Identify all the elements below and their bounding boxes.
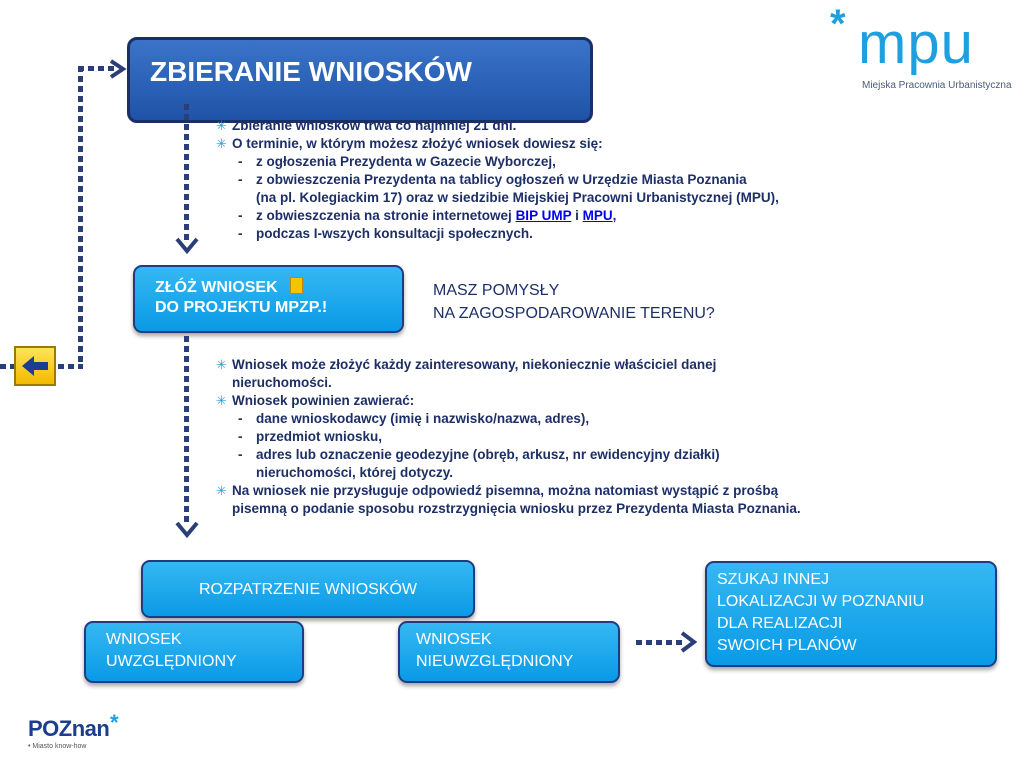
sub-item-text: z ogłoszenia Prezydenta w Gazecie Wyborc…	[256, 154, 556, 169]
sub-item-text: i	[571, 208, 583, 223]
dash-bullet: -	[238, 429, 243, 444]
list-item: ✳ Na wniosek nie przysługuje odpowiedź p…	[216, 482, 801, 500]
dash-bullet: -	[238, 226, 243, 241]
sub-item-text: przedmiot wniosku,	[256, 429, 383, 444]
asterisk-bullet-icon: ✳	[216, 393, 227, 408]
list-item: ✳ O terminie, w którym możesz złożyć wni…	[216, 135, 779, 153]
sub-item: - z ogłoszenia Prezydenta w Gazecie Wybo…	[216, 153, 779, 171]
sub-item: - z obwieszczenia Prezydenta na tablicy …	[216, 171, 779, 189]
poznan-logo-text: POZnan	[28, 716, 110, 741]
section1-bullets: ✳ Zbieranie wniosków trwa co najmniej 21…	[216, 117, 779, 243]
bullet-continuation: pisemną o podanie sposobu rozstrzygnięci…	[232, 501, 801, 516]
asterisk-bullet-icon: ✳	[216, 118, 227, 133]
submit-label-1: ZŁÓŻ WNIOSEK	[155, 279, 278, 296]
bullet-text: Wniosek może złożyć każdy zainteresowany…	[232, 357, 717, 372]
approved-line-1: WNIOSEK	[106, 631, 182, 648]
sub-item: - dane wnioskodawcy (imię i nazwisko/naz…	[216, 410, 801, 428]
bullet-text: O terminie, w którym możesz złożyć wnios…	[232, 136, 603, 151]
submit-line-1: ZŁÓŻ WNIOSEK	[155, 277, 402, 298]
sub-item-text: z obwieszczenia na stronie internetowej	[256, 208, 516, 223]
question-text: MASZ POMYSŁY NA ZAGOSPODAROWANIE TERENU?	[433, 281, 715, 323]
approved-line-2: UWZGLĘDNIONY	[106, 653, 237, 670]
question-line-2: NA ZAGOSPODAROWANIE TERENU?	[433, 305, 715, 322]
asterisk-bullet-icon: ✳	[216, 357, 227, 372]
document-icon	[290, 277, 304, 294]
mpu-star-icon: *	[830, 2, 846, 46]
search-line-1: SZUKAJ INNEJ	[717, 571, 830, 588]
list-item: ✳ Wniosek powinien zawierać:	[216, 392, 801, 410]
poznan-star-icon: *	[110, 710, 119, 735]
list-item: ✳ Zbieranie wniosków trwa co najmniej 21…	[216, 117, 779, 135]
section2-bullets: ✳ Wniosek może złożyć każdy zainteresowa…	[216, 356, 801, 518]
connector-v2	[184, 336, 189, 524]
mpu-logo-subtitle: Miejska Pracownia Urbanistyczna	[862, 80, 1012, 91]
approved-box[interactable]: WNIOSEK UWZGLĘDNIONY	[84, 621, 304, 683]
question-line-1: MASZ POMYSŁY	[433, 282, 560, 299]
search-line-4: SWOICH PLANÓW	[717, 637, 857, 654]
connector-edge-h	[0, 364, 14, 369]
arrow-head-title	[109, 59, 127, 79]
sub-item-text: podczas I-wszych konsultacji społecznych…	[256, 226, 533, 241]
connector-bottom-h	[58, 364, 83, 369]
connector-left-v	[78, 66, 83, 368]
sub-item: - adres lub oznaczenie geodezyjne (obręb…	[216, 446, 801, 464]
arrow-head-right	[680, 631, 698, 653]
search-line-2: LOKALIZACJI W POZNANIU	[717, 593, 925, 610]
arrow-head-down-1	[175, 237, 199, 255]
sub-item-continuation: (na pl. Kolegiackim 17) oraz w siedzibie…	[256, 190, 779, 205]
arrow-left-icon	[22, 356, 48, 376]
sub-item-text: adres lub oznaczenie geodezyjne (obręb, …	[256, 447, 720, 462]
dash-bullet: -	[238, 447, 243, 462]
sub-item: - z obwieszczenia na stronie internetowe…	[216, 207, 779, 225]
bip-ump-link[interactable]: BIP UMP	[515, 208, 572, 223]
sub-item-continuation: nieruchomości, której dotyczy.	[256, 465, 454, 480]
submit-line-2: DO PROJEKTU MPZP.!	[155, 299, 328, 316]
mpu-logo: * mpu Miejska Pracownia Urbanistyczna	[828, 2, 1018, 103]
arrow-head-down-2	[175, 521, 199, 539]
dash-bullet: -	[238, 411, 243, 426]
rejected-line-2: NIEUWZGLĘDNIONY	[416, 653, 574, 670]
dash-bullet: -	[238, 154, 243, 169]
bullet-text: Na wniosek nie przysługuje odpowiedź pis…	[232, 483, 779, 498]
page-title: ZBIERANIE WNIOSKÓW	[150, 56, 472, 87]
sub-item: - przedmiot wniosku,	[216, 428, 801, 446]
sub-item-text: ,	[612, 208, 617, 223]
connector-h-szukaj	[636, 640, 686, 645]
rejected-box[interactable]: WNIOSEK NIEUWZGLĘDNIONY	[398, 621, 620, 683]
bullet-text: Wniosek powinien zawierać:	[232, 393, 415, 408]
connector-v1	[184, 104, 189, 244]
review-label: ROZPATRZENIE WNIOSKÓW	[198, 581, 418, 598]
list-item: ✳ Wniosek może złożyć każdy zainteresowa…	[216, 356, 801, 374]
title-box: ZBIERANIE WNIOSKÓW	[127, 37, 593, 123]
sub-item-text: dane wnioskodawcy (imię i nazwisko/nazwa…	[256, 411, 590, 426]
mpu-link[interactable]: MPU	[582, 208, 613, 223]
dash-bullet: -	[238, 172, 243, 187]
rejected-line-1: WNIOSEK	[416, 631, 492, 648]
search-other-location-box[interactable]: SZUKAJ INNEJ LOKALIZACJI W POZNANIU DLA …	[705, 561, 997, 667]
review-box[interactable]: ROZPATRZENIE WNIOSKÓW	[141, 560, 475, 618]
search-line-3: DLA REALIZACJI	[717, 615, 843, 632]
asterisk-bullet-icon: ✳	[216, 136, 227, 151]
connector-top-h	[78, 66, 116, 71]
back-button[interactable]	[14, 346, 56, 386]
sub-item-text: z obwieszczenia Prezydenta na tablicy og…	[256, 172, 747, 187]
poznan-logo: POZnan * • Miasto know-how	[28, 710, 138, 762]
dash-bullet: -	[238, 208, 243, 223]
asterisk-bullet-icon: ✳	[216, 483, 227, 498]
bullet-continuation: nieruchomości.	[232, 375, 332, 390]
bullet-text: Zbieranie wniosków trwa co najmniej 21 d…	[232, 118, 517, 133]
poznan-tagline: • Miasto know-how	[28, 743, 87, 750]
submit-application-box[interactable]: ZŁÓŻ WNIOSEK DO PROJEKTU MPZP.!	[133, 265, 404, 333]
mpu-logo-text: mpu	[858, 11, 974, 76]
sub-item: - podczas I-wszych konsultacji społeczny…	[216, 225, 779, 243]
